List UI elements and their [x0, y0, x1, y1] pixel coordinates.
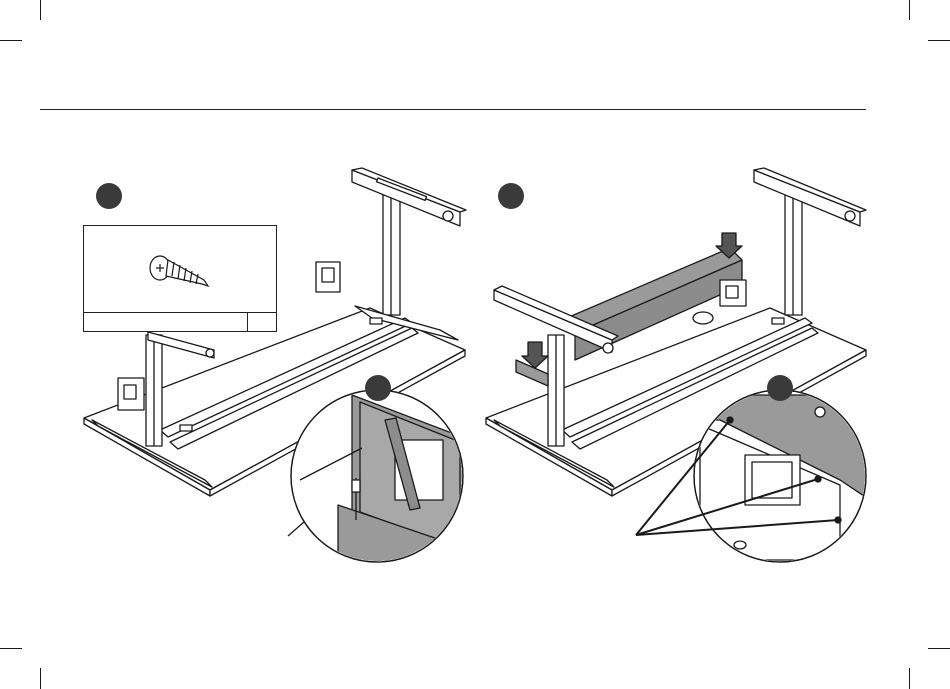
parts-box-footer	[84, 312, 276, 331]
step-1-badge	[96, 183, 122, 209]
step-1-zoom-circle	[288, 390, 470, 600]
step-2-zoom-badge	[767, 375, 793, 401]
part-label	[84, 317, 88, 329]
part-quantity	[248, 317, 252, 329]
step-2-badge	[498, 183, 524, 209]
parts-box	[83, 225, 277, 332]
pan-head-screw-icon	[146, 244, 216, 300]
part-quantity-cell	[247, 313, 276, 331]
step-1-zoom-badge	[365, 375, 391, 401]
